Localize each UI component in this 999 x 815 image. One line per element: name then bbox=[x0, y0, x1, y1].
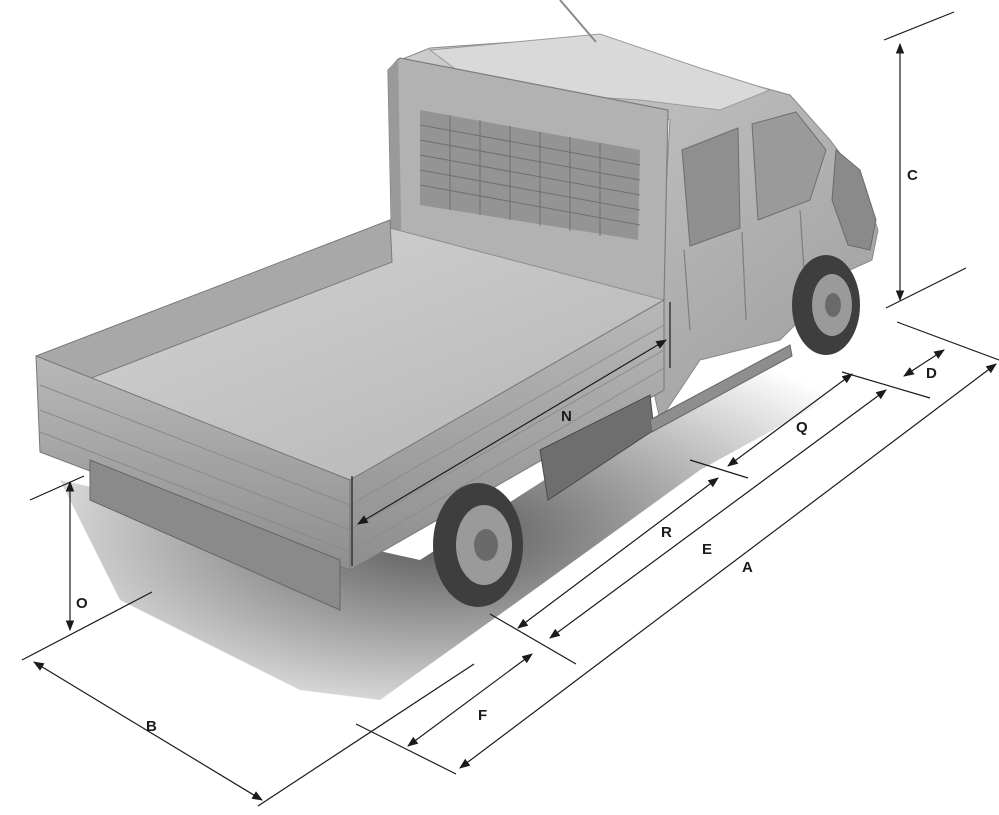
chassis bbox=[89, 459, 341, 611]
cab-window-front bbox=[751, 111, 827, 221]
dim-r bbox=[517, 477, 719, 629]
dim-d bbox=[903, 349, 945, 377]
truck-illustration bbox=[35, 0, 900, 700]
antenna bbox=[559, 0, 597, 43]
dim-f bbox=[407, 653, 533, 747]
dim-n bbox=[357, 339, 667, 525]
ext-c-bottom bbox=[885, 267, 967, 309]
ext-a-front bbox=[896, 321, 999, 361]
label-n: N bbox=[561, 408, 572, 425]
label-q: Q bbox=[796, 419, 808, 436]
label-c: C bbox=[907, 167, 918, 184]
label-b: B bbox=[146, 718, 157, 735]
label-r: R bbox=[661, 524, 672, 541]
label-o: O bbox=[76, 595, 88, 612]
front-fascia bbox=[831, 148, 877, 251]
label-a: A bbox=[742, 559, 753, 576]
headboard-mesh-grid bbox=[419, 115, 641, 236]
rear-wheel bbox=[433, 483, 523, 607]
headboard-post bbox=[388, 58, 402, 270]
label-d: D bbox=[926, 365, 937, 382]
ext-rear-axle bbox=[489, 613, 577, 665]
ext-d-axle bbox=[841, 371, 931, 399]
front-wheel bbox=[792, 255, 860, 355]
cab-window-rear bbox=[681, 127, 741, 247]
label-f: F bbox=[478, 707, 487, 724]
label-e: E bbox=[702, 541, 712, 558]
tailgate-ribs bbox=[39, 384, 351, 553]
ext-f-rear bbox=[355, 723, 457, 775]
dim-b bbox=[33, 661, 263, 801]
dimension-lines bbox=[21, 11, 999, 807]
ext-b-left bbox=[21, 591, 153, 661]
ext-c-top bbox=[883, 11, 955, 41]
ext-o-top bbox=[29, 475, 85, 501]
dimension-letters: C D Q N R E A O F B bbox=[76, 167, 937, 735]
